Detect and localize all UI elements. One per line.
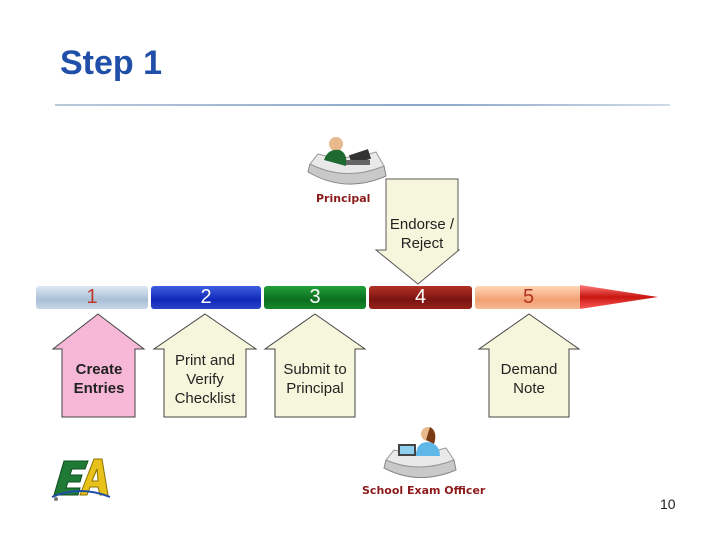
timeline-step-4: 4	[369, 286, 472, 309]
principal-at-desk-icon	[307, 137, 387, 185]
timeline-step-1: 1	[36, 286, 148, 309]
timeline-step-5: 5	[475, 286, 582, 309]
timeline-arrowhead	[580, 285, 658, 309]
submit-to-principal-label: Submit to Principal	[283, 361, 347, 397]
submit-callout-arrow	[263, 313, 367, 418]
slide-title: Step 1	[60, 44, 163, 82]
demand-note-label: Demand Note	[500, 361, 558, 397]
timeline-step-3: 3	[264, 286, 366, 309]
endorse-reject-label: Endorse / Reject	[389, 216, 455, 252]
checklist-callout-arrow	[152, 313, 258, 418]
principal-label: Principal	[316, 192, 371, 205]
endorse-callout-arrow	[374, 178, 461, 285]
create-entries-label: Create Entries	[73, 361, 125, 397]
title-divider	[55, 104, 670, 106]
timeline-step-2: 2	[151, 286, 261, 309]
print-verify-checklist-label: Print and Verify Checklist	[174, 351, 236, 407]
create-entries-callout-arrow	[51, 313, 146, 418]
exam-officer-at-desk-icon	[383, 427, 457, 479]
school-exam-officer-label: School Exam Officer	[362, 484, 486, 497]
ea-logo-icon	[51, 458, 111, 501]
page-number: 10	[660, 496, 676, 512]
demand-note-callout-arrow	[477, 313, 581, 418]
